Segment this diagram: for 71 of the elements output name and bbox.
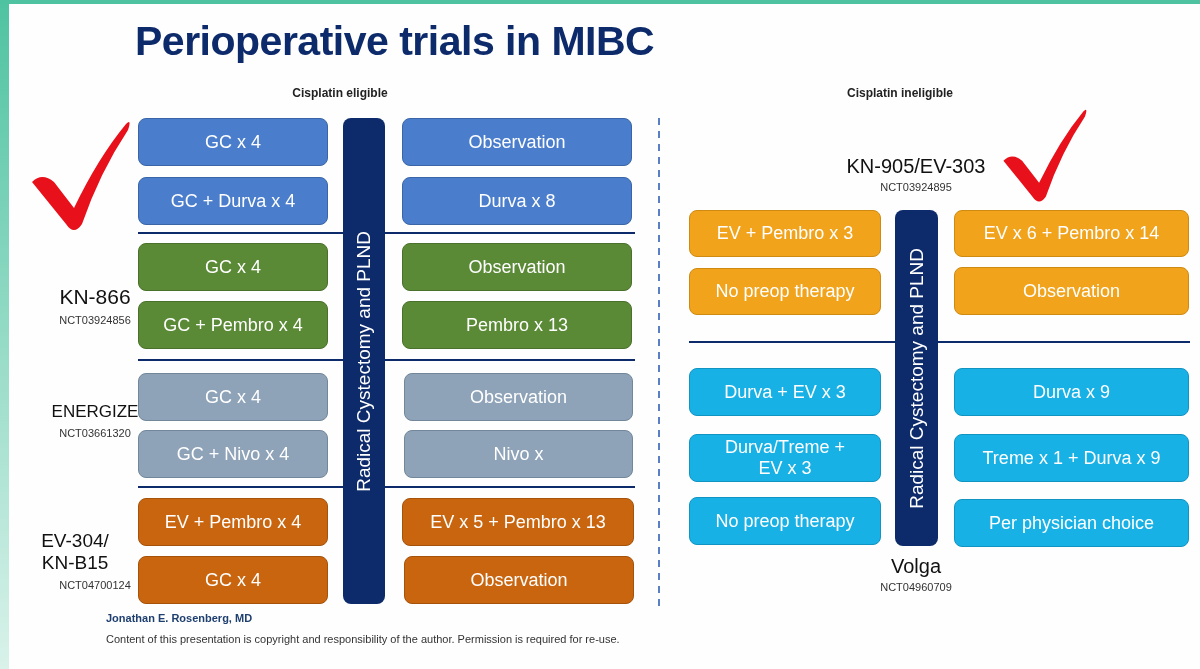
treatment-box — [138, 177, 328, 225]
treatment-label: No preop therapy — [715, 281, 855, 302]
treatment-box — [689, 368, 881, 416]
treatment-box — [138, 373, 328, 421]
treatment-label: EV x 6 + Pembro x 14 — [983, 223, 1160, 244]
treatment-label: No preop therapy — [715, 510, 855, 532]
treatment-box — [404, 556, 634, 604]
trial-id: NCT03661320 — [58, 427, 132, 439]
treatment-label: GC x 4 — [205, 569, 261, 591]
treatment-label: Observation — [470, 569, 568, 591]
treatment-label: Observation — [1022, 280, 1121, 302]
treatment-box — [404, 430, 633, 478]
treatment-box — [689, 268, 881, 315]
trial-id: NCT04700124 — [58, 579, 132, 591]
treatment-box — [402, 243, 632, 291]
treatment-label: GC x 4 — [205, 256, 261, 278]
treatment-box — [402, 301, 632, 349]
treatment-label: GC x 4 — [205, 131, 261, 153]
treatment-label: Observation — [468, 256, 566, 278]
slide-title: Perioperative trials in MIBC — [135, 18, 655, 65]
treatment-label: EV x 5 + Pembro x 13 — [430, 511, 606, 533]
column-heading: Cisplatin ineligible — [846, 86, 954, 100]
trial-name: KN-866 — [58, 285, 132, 309]
treatment-box — [954, 434, 1189, 482]
treatment-box — [954, 210, 1189, 257]
treatment-label: GC + Durva x 4 — [170, 190, 296, 212]
trial-name: ENERGIZE — [50, 402, 140, 422]
procedure-bar — [895, 210, 938, 546]
treatment-label: EV + Pembro x 3 — [716, 223, 854, 244]
treatment-label: Per physician choice — [988, 512, 1155, 534]
author-name: Jonathan E. Rosenberg, MD — [106, 612, 254, 624]
treatment-box — [689, 497, 881, 545]
treatment-box — [138, 556, 328, 604]
treatment-box — [689, 434, 881, 482]
trial-name: KN-905/EV-303 — [845, 155, 987, 178]
treatment-label: Observation — [469, 386, 568, 408]
trial-id: NCT03924856 — [58, 314, 132, 326]
treatment-label: Pembro x 13 — [465, 314, 569, 336]
treatment-box — [954, 267, 1189, 315]
treatment-label: Nivo x — [493, 443, 544, 465]
trial-name: EV-304/ KN-B15 — [40, 530, 110, 574]
treatment-box — [402, 177, 632, 225]
treatment-box — [138, 243, 328, 291]
column-heading: Cisplatin eligible — [291, 86, 389, 100]
treatment-box — [404, 373, 633, 421]
treatment-label: Treme x 1 + Durva x 9 — [982, 447, 1161, 469]
treatment-label: Durva x 9 — [1033, 381, 1110, 403]
procedure-bar — [343, 118, 385, 604]
treatment-box — [138, 118, 328, 166]
treatment-label: GC + Pembro x 4 — [163, 314, 303, 336]
treatment-box — [954, 368, 1189, 416]
treatment-label: Durva/Treme + EV x 3 — [725, 437, 845, 479]
treatment-box — [138, 430, 328, 478]
treatment-box — [138, 301, 328, 349]
treatment-box — [689, 210, 881, 257]
treatment-box — [138, 498, 328, 546]
trial-id: NCT03924895 — [879, 181, 953, 193]
trial-name: Volga — [889, 555, 943, 578]
procedure-label: Radical Cystectomy and PLND — [905, 247, 928, 509]
procedure-label: Radical Cystectomy and PLND — [353, 230, 375, 492]
trial-id: NCT04960709 — [879, 581, 953, 593]
treatment-box — [954, 499, 1189, 547]
treatment-label: Durva + EV x 3 — [724, 381, 846, 403]
treatment-box — [402, 498, 634, 546]
treatment-box — [402, 118, 632, 166]
copyright-note: Content of this presentation is copyright and responsibility of the author. Permission is required for re-use. — [106, 633, 621, 645]
treatment-label: Observation — [468, 131, 566, 153]
treatment-label: EV + Pembro x 4 — [164, 511, 302, 533]
treatment-label: GC x 4 — [205, 386, 261, 408]
treatment-label: Durva x 8 — [478, 190, 556, 212]
treatment-label: GC + Nivo x 4 — [176, 443, 290, 465]
